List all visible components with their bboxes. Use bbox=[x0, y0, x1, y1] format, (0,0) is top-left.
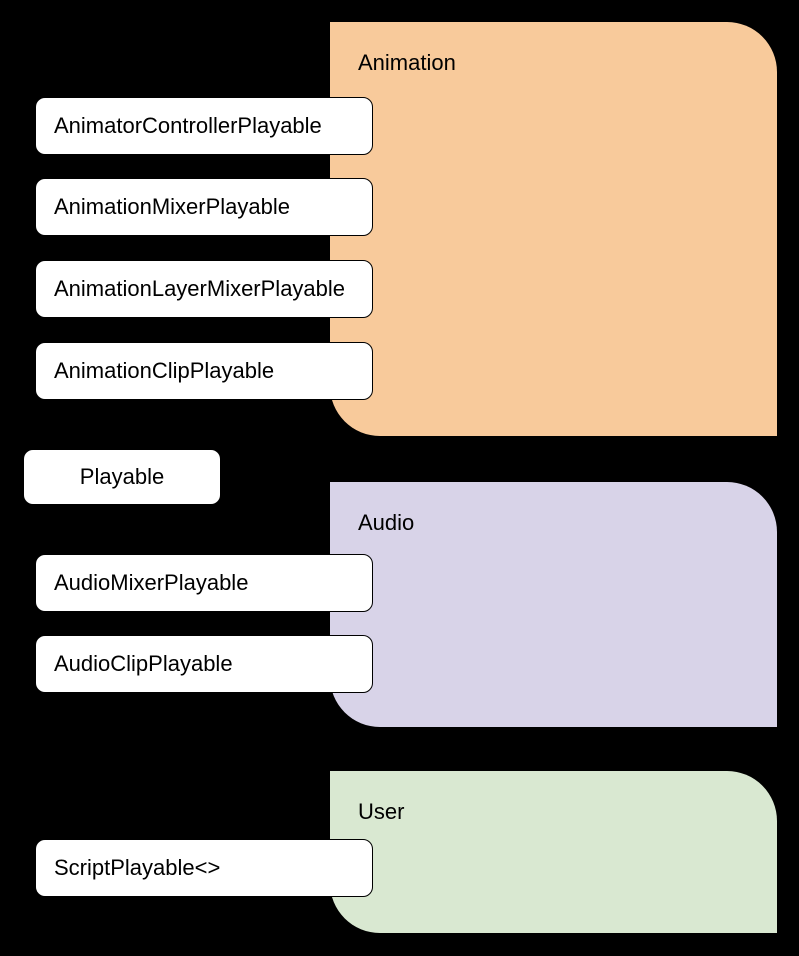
node-audiomixerplayable: AudioMixerPlayable bbox=[35, 554, 373, 612]
node-animatorcontrollerplayable: AnimatorControllerPlayable bbox=[35, 97, 373, 155]
group-user-title: User bbox=[358, 799, 405, 824]
node-label: AnimationLayerMixerPlayable bbox=[54, 276, 346, 301]
group-user: User bbox=[330, 771, 777, 933]
node-scriptplayable: ScriptPlayable<> bbox=[35, 839, 373, 897]
group-audio-title: Audio bbox=[358, 510, 415, 535]
node-label: AudioClipPlayable bbox=[54, 651, 233, 676]
node-animationlayermixerplayable: AnimationLayerMixerPlayable bbox=[35, 260, 373, 318]
node-animationclipplayable: AnimationClipPlayable bbox=[35, 342, 373, 400]
node-label: AudioMixerPlayable bbox=[54, 570, 249, 595]
node-playable: Playable bbox=[23, 449, 221, 505]
node-label: AnimatorControllerPlayable bbox=[54, 113, 322, 138]
node-animationmixerplayable: AnimationMixerPlayable bbox=[35, 178, 373, 236]
group-animation-title: Animation bbox=[358, 50, 456, 75]
node-playable-label: Playable bbox=[79, 464, 165, 489]
group-audio: Audio bbox=[330, 482, 777, 727]
node-label: AnimationMixerPlayable bbox=[54, 194, 290, 219]
node-label: ScriptPlayable<> bbox=[54, 855, 221, 880]
node-label: AnimationClipPlayable bbox=[54, 358, 275, 383]
group-animation: Animation bbox=[330, 22, 777, 436]
node-audioclipplayable: AudioClipPlayable bbox=[35, 635, 373, 693]
